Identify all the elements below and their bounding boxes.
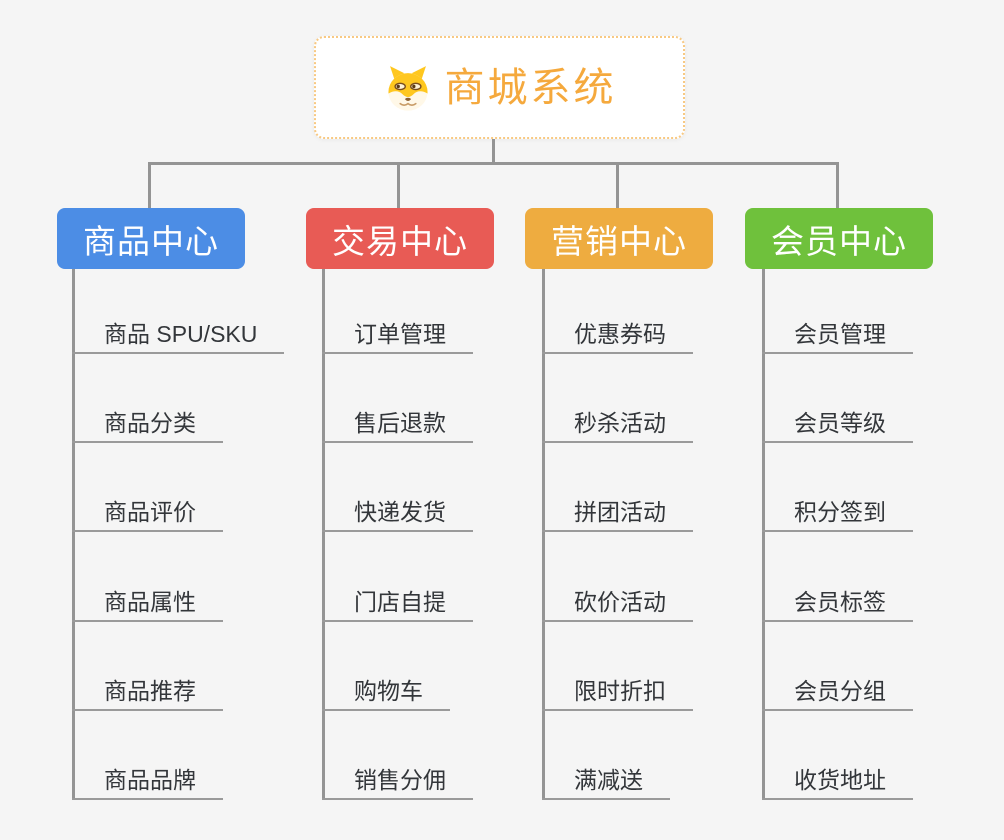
branch-box-trade-center[interactable]: 交易中心 bbox=[306, 208, 494, 269]
connector-drop-member bbox=[836, 162, 839, 208]
connector-horizontal-rail bbox=[148, 162, 839, 165]
leaf-topic[interactable]: 满减送 bbox=[542, 760, 670, 800]
leaf-topic[interactable]: 商品属性 bbox=[72, 582, 223, 622]
leaf-topic[interactable]: 秒杀活动 bbox=[542, 403, 693, 443]
leaf-topic[interactable]: 砍价活动 bbox=[542, 582, 693, 622]
root-topic[interactable]: 商城系统 bbox=[314, 36, 685, 139]
root-topic-title: 商城系统 bbox=[444, 65, 617, 110]
leaf-topic[interactable]: 优惠券码 bbox=[542, 314, 693, 354]
leaf-topic[interactable]: 积分签到 bbox=[762, 492, 913, 532]
leaf-topic[interactable]: 订单管理 bbox=[322, 314, 473, 354]
leaf-topic[interactable]: 商品 SPU/SKU bbox=[72, 314, 285, 354]
connector-drop-product bbox=[148, 162, 151, 208]
branch-box-member-center[interactable]: 会员中心 bbox=[745, 208, 933, 269]
leaf-topic[interactable]: 购物车 bbox=[322, 671, 450, 711]
leaf-topic[interactable]: 售后退款 bbox=[322, 403, 473, 443]
leaf-topic[interactable]: 会员标签 bbox=[762, 582, 913, 622]
branch-children-trade-center: 订单管理 售后退款 快递发货 门店自提 购物车 销售分佣 bbox=[322, 269, 572, 800]
leaf-topic[interactable]: 商品品牌 bbox=[72, 760, 223, 800]
connector-drop-trade bbox=[397, 162, 400, 208]
branch-children-member-center: 会员管理 会员等级 积分签到 会员标签 会员分组 收货地址 bbox=[762, 269, 1004, 800]
leaf-topic[interactable]: 收货地址 bbox=[762, 760, 913, 800]
branch-children-product-center: 商品 SPU/SKU 商品分类 商品评价 商品属性 商品推荐 商品品牌 bbox=[72, 269, 322, 800]
leaf-topic[interactable]: 限时折扣 bbox=[542, 671, 693, 711]
leaf-topic[interactable]: 拼团活动 bbox=[542, 492, 693, 532]
connector-root-stub bbox=[492, 139, 495, 164]
leaf-topic[interactable]: 商品分类 bbox=[72, 403, 223, 443]
dog-face-icon bbox=[383, 63, 433, 113]
leaf-topic[interactable]: 快递发货 bbox=[322, 492, 473, 532]
leaf-topic[interactable]: 门店自提 bbox=[322, 582, 473, 622]
connector-drop-marketing bbox=[616, 162, 619, 208]
branch-box-product-center[interactable]: 商品中心 bbox=[57, 208, 245, 269]
leaf-topic[interactable]: 会员管理 bbox=[762, 314, 913, 354]
branch-children-marketing-center: 优惠券码 秒杀活动 拼团活动 砍价活动 限时折扣 满减送 bbox=[542, 269, 792, 800]
leaf-topic[interactable]: 会员等级 bbox=[762, 403, 913, 443]
branch-box-marketing-center[interactable]: 营销中心 bbox=[525, 208, 713, 269]
leaf-topic[interactable]: 商品推荐 bbox=[72, 671, 223, 711]
leaf-topic[interactable]: 销售分佣 bbox=[322, 760, 473, 800]
leaf-topic[interactable]: 会员分组 bbox=[762, 671, 913, 711]
leaf-topic[interactable]: 商品评价 bbox=[72, 492, 223, 532]
